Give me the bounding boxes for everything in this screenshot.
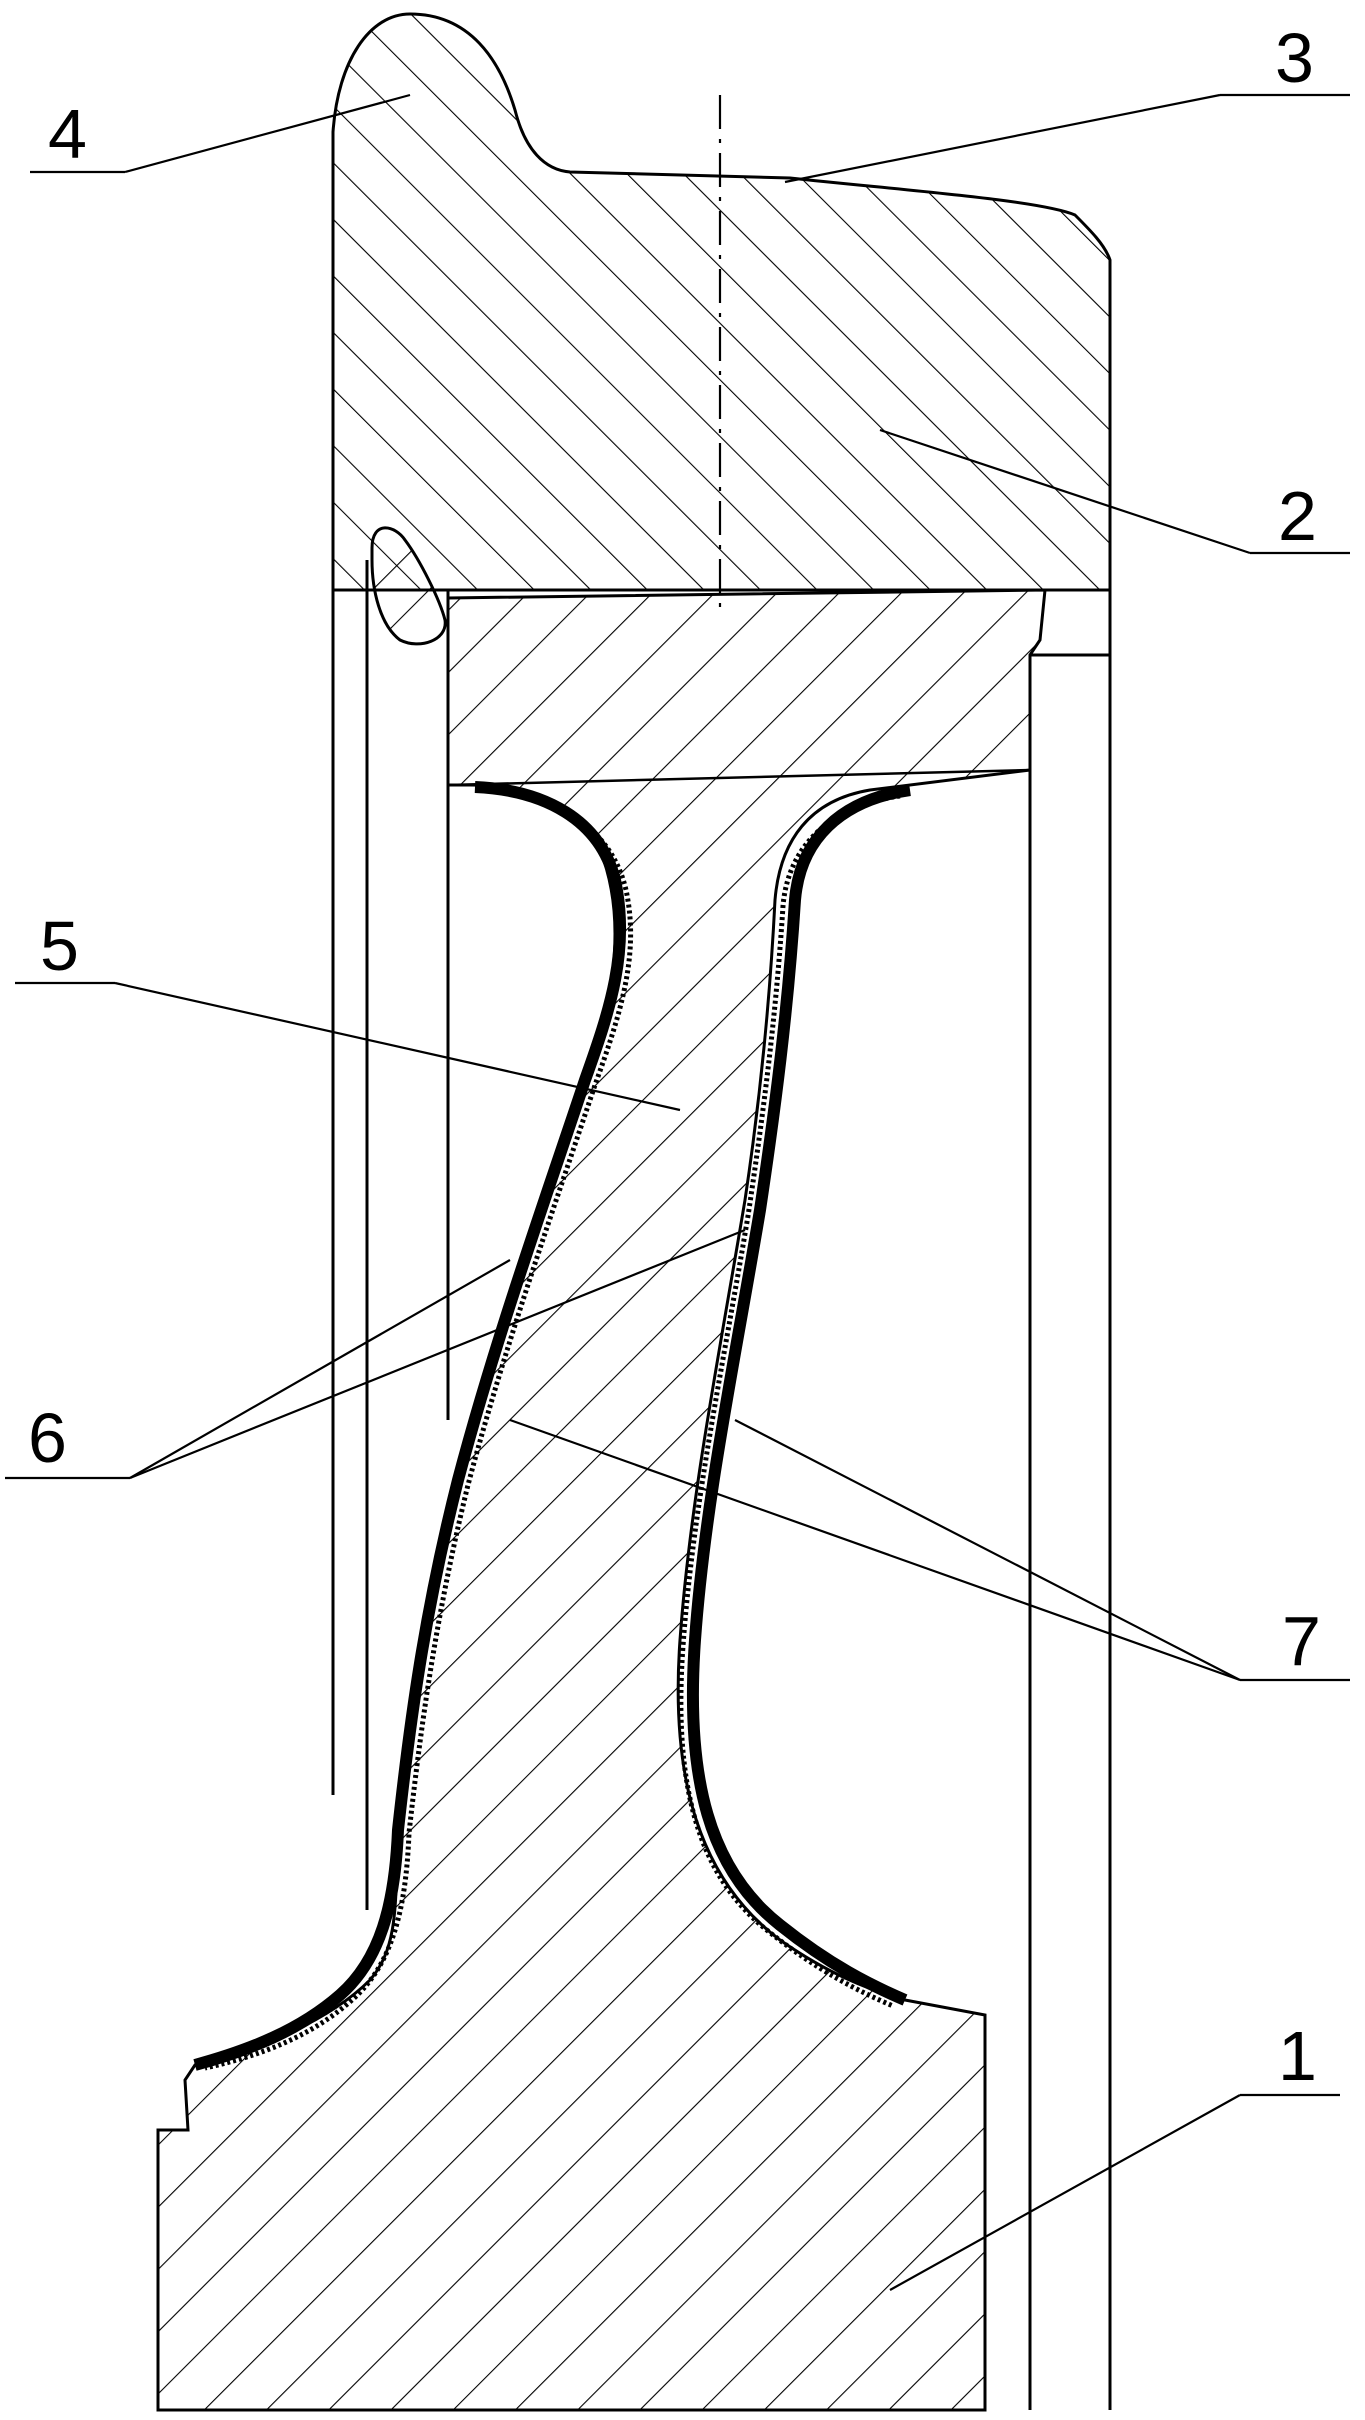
label-7: 7 [1282, 1602, 1321, 1680]
right-damping-layer [678, 784, 911, 2009]
label-3: 3 [1275, 19, 1314, 97]
retaining-ring [370, 526, 447, 646]
leader-lines [5, 93, 1350, 2291]
label-5: 5 [40, 907, 79, 985]
left-damping-layer [193, 781, 634, 2071]
hub-step-line [447, 768, 1031, 787]
tread-rim [331, 12, 1112, 592]
wheel-body [156, 588, 1047, 2412]
label-2: 2 [1278, 477, 1317, 555]
label-4: 4 [48, 95, 87, 173]
label-6: 6 [28, 1399, 67, 1477]
label-1: 1 [1278, 2017, 1317, 2095]
